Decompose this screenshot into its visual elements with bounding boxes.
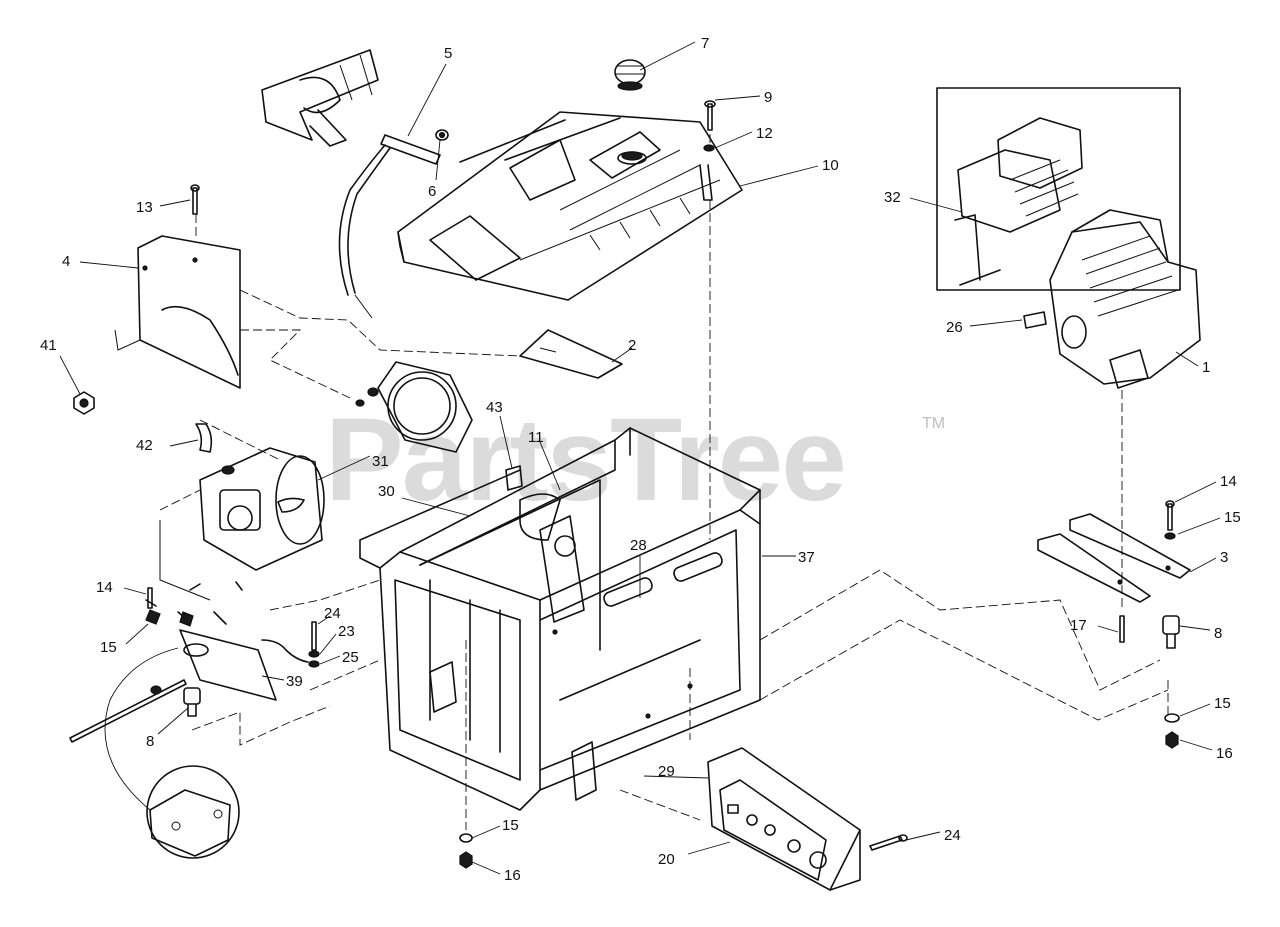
generator-stator (199, 447, 325, 571)
callout-26: 26 (946, 319, 963, 336)
callout-2: 2 (628, 337, 636, 354)
fuel-line-hose (338, 144, 391, 319)
fuel-tube-bracket (261, 49, 379, 147)
generator-frame (359, 427, 761, 811)
engine-inset-box (936, 87, 1181, 291)
mount-bracket-3 (1037, 513, 1191, 603)
bolt-9 (704, 100, 716, 131)
bolt-14-right (1164, 500, 1176, 540)
callout-28: 28 (630, 537, 647, 554)
callout-31: 31 (372, 453, 389, 470)
frame-bracket-43 (505, 465, 561, 541)
clip-42 (195, 423, 213, 453)
bolt-17 (1119, 615, 1125, 643)
callout-15-right: 15 (1224, 509, 1241, 526)
callout-11: 11 (528, 429, 544, 446)
callout-12: 12 (756, 125, 773, 142)
callout-37: 37 (798, 549, 815, 566)
nut-41 (73, 391, 95, 415)
bracket-2 (519, 329, 623, 379)
callout-15-lower-right: 15 (1214, 695, 1231, 712)
lift-hook-11 (539, 515, 585, 623)
callout-17: 17 (1070, 617, 1087, 634)
adapter-ring (355, 361, 473, 453)
callout-25: 25 (342, 649, 359, 666)
cover-plate (114, 235, 241, 389)
callout-16-right: 16 (1216, 745, 1233, 762)
washer-12 (703, 144, 715, 152)
fuel-tank (397, 111, 743, 301)
detail-magnifier (104, 647, 240, 859)
callout-14-left: 14 (96, 579, 113, 596)
callout-24-top: 24 (324, 605, 341, 622)
screw-24-panel (869, 834, 908, 851)
callout-8-right: 8 (1214, 625, 1222, 642)
callout-5: 5 (444, 45, 452, 62)
callout-41: 41 (40, 337, 57, 354)
watermark-trademark: TM (922, 415, 945, 432)
partstree-watermark: PartsTree (325, 394, 845, 526)
left-mount-bracket (145, 587, 277, 701)
callout-8-left: 8 (146, 733, 154, 750)
bottom-hardware (459, 833, 473, 869)
callout-16-bottom: 16 (504, 867, 521, 884)
long-through-bolt (69, 679, 187, 743)
engine-1 (1049, 209, 1201, 389)
callout-29: 29 (658, 763, 675, 780)
callout-1: 1 (1202, 359, 1210, 376)
fuel-cap (614, 59, 646, 91)
callout-42: 42 (136, 437, 153, 454)
callout-20: 20 (658, 851, 675, 868)
callout-13: 13 (136, 199, 153, 216)
callout-15-bottom: 15 (502, 817, 519, 834)
callout-6: 6 (428, 183, 436, 200)
callout-32: 32 (884, 189, 901, 206)
callout-labels: 7 5 9 12 10 6 13 4 41 2 42 43 11 31 30 2… (40, 35, 1241, 884)
washer-nut-15-16-right (1164, 713, 1180, 749)
callout-14-right: 14 (1220, 473, 1237, 490)
wiring-harness (159, 520, 309, 663)
fuel-tube-part-5 (380, 129, 449, 165)
bolt-13 (190, 184, 200, 215)
callout-43: 43 (486, 399, 503, 416)
fasteners-23-24-25 (308, 621, 320, 668)
isolator-8-left (183, 687, 201, 717)
callout-7: 7 (701, 35, 709, 52)
callout-23: 23 (338, 623, 355, 640)
isolator-8-right (1162, 615, 1180, 649)
callout-39: 39 (286, 673, 303, 690)
callout-4: 4 (62, 253, 70, 270)
assembly-lines (159, 134, 1169, 830)
callout-15-left: 15 (100, 639, 117, 656)
callout-3: 3 (1220, 549, 1228, 566)
key-26 (1023, 311, 1047, 329)
callout-24-bottom: 24 (944, 827, 961, 844)
callout-10: 10 (822, 157, 839, 174)
control-panel (707, 747, 861, 891)
callout-30: 30 (378, 483, 395, 500)
callout-leaders (59, 41, 1221, 875)
callout-9: 9 (764, 89, 772, 106)
